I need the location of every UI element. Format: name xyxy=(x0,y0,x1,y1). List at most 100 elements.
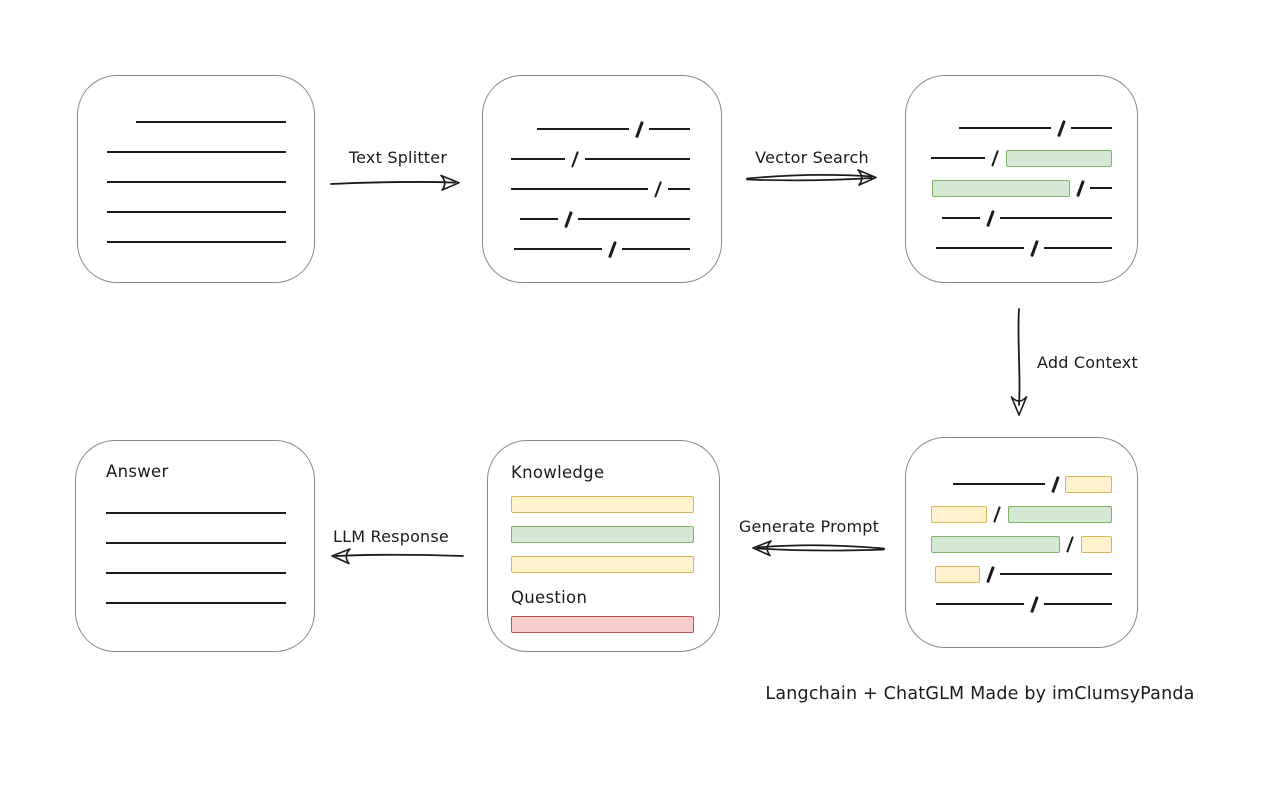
text-line xyxy=(106,572,286,574)
text-line xyxy=(536,128,629,130)
slash-separator xyxy=(1029,239,1038,257)
slash-separator xyxy=(993,505,1002,523)
green-chunk xyxy=(931,179,1070,197)
document-lines xyxy=(107,107,286,257)
diagram-caption: Langchain + ChatGLM Made by imClumsyPand… xyxy=(765,684,1195,704)
slash-separator xyxy=(985,209,994,227)
slash-separator xyxy=(563,210,572,228)
chunk-row xyxy=(931,559,1112,589)
yellow-chunk xyxy=(1065,475,1112,493)
knowledge-bars xyxy=(511,496,694,573)
slash-separator xyxy=(1075,179,1084,197)
yellow-bar xyxy=(511,496,694,513)
answer-heading: Answer xyxy=(106,462,169,481)
slash-separator xyxy=(991,149,1000,167)
answer-lines xyxy=(106,498,286,618)
text-line xyxy=(511,158,565,160)
text-line xyxy=(935,247,1024,249)
llm-response-label: LLM Response xyxy=(333,527,449,546)
slash-separator xyxy=(1056,119,1065,137)
yellow-bar xyxy=(511,556,694,573)
yellow-chunk xyxy=(931,505,988,523)
slash-separator xyxy=(570,150,580,168)
split-text-node xyxy=(482,75,722,283)
text-splitter-arrow-icon xyxy=(330,174,460,191)
text-line xyxy=(649,128,690,130)
slash-separator xyxy=(634,120,643,138)
text-line xyxy=(107,151,286,153)
green-bar xyxy=(511,526,694,543)
green-chunk xyxy=(931,535,1061,553)
chunk-row xyxy=(931,233,1112,263)
chunk-row xyxy=(107,197,286,227)
text-line xyxy=(585,158,690,160)
red-bar xyxy=(511,616,694,633)
chunk-row xyxy=(511,234,690,264)
chunk-row xyxy=(931,113,1112,143)
text-line xyxy=(668,188,690,190)
vector-search-label: Vector Search xyxy=(755,148,869,167)
text-line xyxy=(1000,573,1112,575)
prompt-node: Knowledge Question xyxy=(487,440,720,652)
context-chunks-node xyxy=(905,437,1138,648)
text-splitter-label: Text Splitter xyxy=(348,148,448,167)
vector-search-arrow-icon xyxy=(746,169,877,186)
chunk-row xyxy=(107,227,286,257)
matched-chunks-rows xyxy=(930,113,1112,263)
answer-node: Answer xyxy=(75,440,315,652)
text-line xyxy=(952,483,1045,485)
chunk-row xyxy=(931,499,1112,529)
question-bars xyxy=(511,616,694,633)
chunk-row xyxy=(930,143,1112,173)
text-line xyxy=(941,217,980,219)
chunk-row xyxy=(511,144,690,174)
chunk-row xyxy=(107,137,286,167)
slash-separator xyxy=(653,180,663,198)
chunk-row xyxy=(106,588,286,618)
text-line xyxy=(930,157,986,159)
text-line xyxy=(1000,217,1112,219)
chunk-row xyxy=(931,203,1112,233)
chunk-row xyxy=(106,528,286,558)
generate-prompt-label: Generate Prompt xyxy=(738,517,880,536)
yellow-chunk xyxy=(934,565,980,583)
text-line xyxy=(958,127,1051,129)
slash-separator xyxy=(985,565,994,583)
question-heading: Question xyxy=(511,588,588,607)
text-line xyxy=(622,248,690,250)
chunk-row xyxy=(511,114,690,144)
text-line xyxy=(106,542,286,544)
text-line xyxy=(935,603,1024,605)
green-chunk xyxy=(1005,149,1112,167)
text-line xyxy=(107,211,286,213)
chunk-row xyxy=(931,173,1112,203)
add-context-label: Add Context xyxy=(1037,353,1138,372)
llm-response-arrow-icon xyxy=(331,548,464,565)
slash-separator xyxy=(1029,595,1038,613)
split-text-rows xyxy=(511,114,690,264)
slash-separator xyxy=(607,240,616,258)
chunk-row xyxy=(931,589,1112,619)
context-chunks-rows xyxy=(931,469,1112,619)
text-line xyxy=(106,602,286,604)
generate-prompt-arrow-icon xyxy=(752,540,885,557)
chunk-row xyxy=(107,107,286,137)
slash-separator xyxy=(1050,475,1059,493)
text-line xyxy=(1071,127,1112,129)
text-line xyxy=(578,218,690,220)
text-line xyxy=(1090,187,1112,189)
slash-separator xyxy=(1066,535,1075,553)
chunk-row xyxy=(511,204,690,234)
yellow-chunk xyxy=(1080,535,1112,553)
knowledge-heading: Knowledge xyxy=(511,463,605,482)
text-line xyxy=(1044,603,1112,605)
chunk-row xyxy=(931,529,1112,559)
text-line xyxy=(511,188,648,190)
add-context-arrow-icon xyxy=(1010,308,1028,416)
text-line xyxy=(1044,247,1112,249)
chunk-row xyxy=(106,498,286,528)
chunk-row xyxy=(511,174,690,204)
chunk-row xyxy=(107,167,286,197)
text-line xyxy=(107,181,286,183)
